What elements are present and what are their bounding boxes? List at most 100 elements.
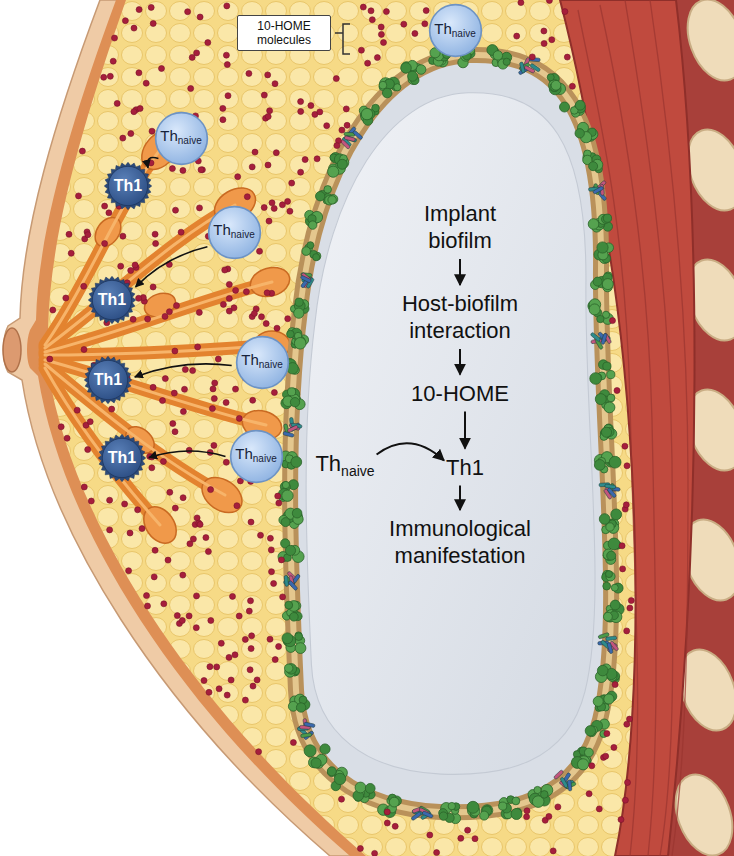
molecule-dot: [298, 99, 304, 105]
molecule-dot: [152, 231, 158, 237]
molecule-dot: [242, 636, 248, 642]
biofilm-cluster: [602, 279, 613, 290]
flow-step: Implant biofilm: [405, 200, 515, 254]
molecule-dot: [257, 248, 263, 254]
molecule-dot: [196, 309, 202, 315]
molecule-dot: [68, 250, 74, 256]
cell-body: [88, 360, 127, 399]
molecule-dot: [185, 9, 191, 15]
molecule-dot: [254, 677, 260, 683]
molecule-dot: [358, 47, 364, 53]
label-text: Th1: [94, 371, 122, 388]
biofilm-cluster: [337, 159, 347, 169]
molecule-dot: [224, 62, 230, 68]
molecule-dot: [265, 114, 271, 120]
molecule-dot: [343, 106, 349, 112]
molecule-dot: [218, 640, 224, 646]
molecule-dot: [596, 806, 602, 812]
cell-spikes: [98, 434, 146, 482]
bacteria-rod: [590, 332, 601, 342]
molecule-dot: [186, 613, 192, 619]
molecule-dot: [252, 149, 258, 155]
molecule-dot: [334, 143, 340, 149]
molecule-dot: [150, 384, 156, 390]
molecule-dot: [143, 80, 149, 86]
molecule-dot: [74, 407, 80, 413]
biofilm-cluster: [611, 509, 622, 520]
molecule-dot: [226, 281, 232, 287]
biofilm-cluster: [575, 100, 585, 110]
molecule-dot: [201, 678, 207, 684]
label-group: Th1: [94, 371, 122, 389]
naive-t-cell: Thnaive: [229, 429, 284, 484]
label-text: Th: [235, 445, 253, 462]
molecule-dot: [243, 289, 249, 295]
biofilm-cluster: [379, 81, 387, 89]
molecule-dot: [137, 106, 143, 112]
molecule-dot: [372, 850, 378, 856]
molecule-dot: [266, 218, 272, 224]
biofilm-cluster: [603, 362, 611, 370]
skin: [4, 0, 641, 856]
molecule-dot: [122, 501, 128, 507]
molecule-dot: [622, 797, 628, 803]
molecule-dot: [233, 287, 239, 293]
biofilm-cluster: [327, 767, 336, 776]
molecule-dot: [308, 103, 314, 109]
bacteria-rod: [524, 65, 535, 73]
molecule-dot: [267, 535, 273, 541]
molecule-dot: [50, 307, 56, 313]
molecule-dot: [524, 808, 530, 814]
molecule-dot: [256, 749, 262, 755]
biofilm-cluster: [589, 304, 600, 315]
molecule-dot: [102, 203, 108, 209]
label-group: Implant biofilm: [405, 200, 515, 254]
molecule-dot: [365, 60, 371, 66]
molecule-dot: [88, 498, 94, 504]
molecule-dot: [619, 543, 625, 549]
connector-arrow: [459, 486, 461, 511]
biofilm-cluster: [594, 460, 605, 471]
molecule-dot: [63, 295, 69, 301]
biofilm-cluster: [329, 195, 338, 204]
molecule-dot: [524, 814, 530, 820]
molecule-dot: [211, 396, 217, 402]
biofilm-cluster: [328, 196, 336, 204]
molecule-dot: [126, 568, 132, 574]
molecule-dot: [369, 17, 375, 23]
molecule-dot: [285, 198, 291, 204]
molecule-dot: [139, 526, 145, 532]
biofilm-cluster: [603, 214, 611, 222]
biofilm-cluster: [304, 745, 316, 757]
label-group: Thnaive: [241, 351, 282, 373]
biofilm-cluster: [365, 784, 375, 794]
duct-centerline: [45, 282, 272, 352]
molecule-dot: [541, 28, 547, 34]
molecule-dot: [280, 594, 286, 600]
biofilm-cluster: [607, 551, 616, 560]
molecule-dot: [624, 721, 630, 727]
molecule-dot: [250, 397, 256, 403]
molecule-dot: [226, 296, 232, 302]
biofilm-cluster: [578, 759, 589, 770]
molecule-dot: [265, 162, 271, 168]
molecule-dot: [107, 527, 113, 533]
molecule-dot: [360, 4, 366, 10]
label-text: Th1: [114, 177, 142, 194]
molecule-dot: [197, 14, 203, 20]
molecule-dot: [128, 268, 134, 274]
molecule-dot: [182, 367, 188, 373]
molecule-dot: [302, 157, 308, 163]
biofilm-cluster: [512, 797, 520, 805]
bacteria-rod: [283, 431, 295, 437]
label-group: Host-biofilm interaction: [380, 290, 540, 344]
molecule-dot: [248, 598, 254, 604]
bacteria-rod: [601, 333, 608, 345]
molecule-dot: [232, 652, 238, 658]
molecule-dot: [101, 74, 107, 80]
molecule-dot: [289, 180, 295, 186]
biofilm-cluster: [382, 88, 392, 98]
molecule-dot: [272, 81, 278, 87]
molecule-dot: [171, 390, 177, 396]
cell-body: [102, 438, 141, 477]
